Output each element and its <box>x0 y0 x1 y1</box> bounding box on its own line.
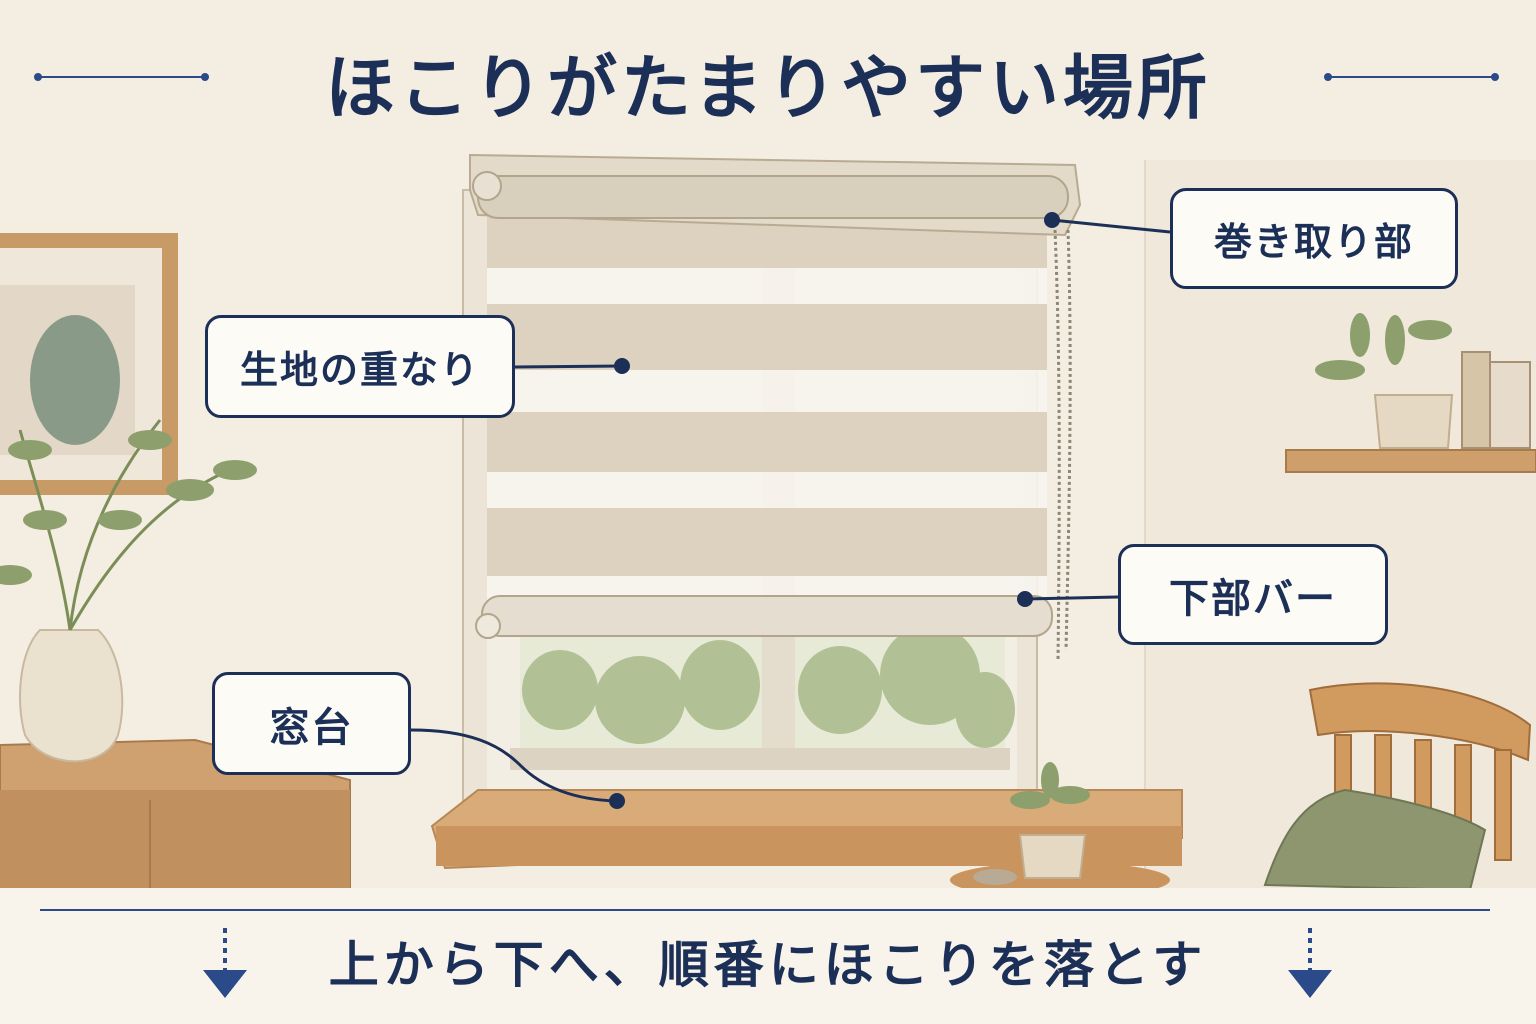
leader-sill <box>410 728 625 809</box>
cabinet <box>0 738 351 891</box>
label-window-sill: 窓台 <box>212 672 411 775</box>
title-divider-left <box>34 73 209 81</box>
title-divider-right <box>1324 73 1499 81</box>
footer-instruction: 上から下へ、順番にほこりを落とす <box>328 935 1208 994</box>
wall-shelf <box>1285 313 1536 473</box>
leader-roller <box>1044 212 1171 234</box>
vase-plant <box>0 419 257 763</box>
leader-fabric <box>514 358 630 374</box>
label-bottom-bar: 下部バー <box>1118 544 1388 645</box>
blind-bottom-bar <box>475 595 1053 639</box>
label-roller: 巻き取り部 <box>1170 188 1458 289</box>
window-sill <box>430 789 1183 870</box>
label-fabric-overlap: 生地の重なり <box>205 315 515 418</box>
chair <box>1263 682 1532 892</box>
arrow-down-icon <box>203 928 247 998</box>
blind-fabric <box>487 208 1047 614</box>
arrow-down-icon <box>1288 928 1332 998</box>
blind-roller-head <box>469 153 1082 237</box>
page-title: ほこりがたまりやすい場所 <box>325 46 1211 129</box>
leader-bottom-bar <box>1017 591 1119 607</box>
